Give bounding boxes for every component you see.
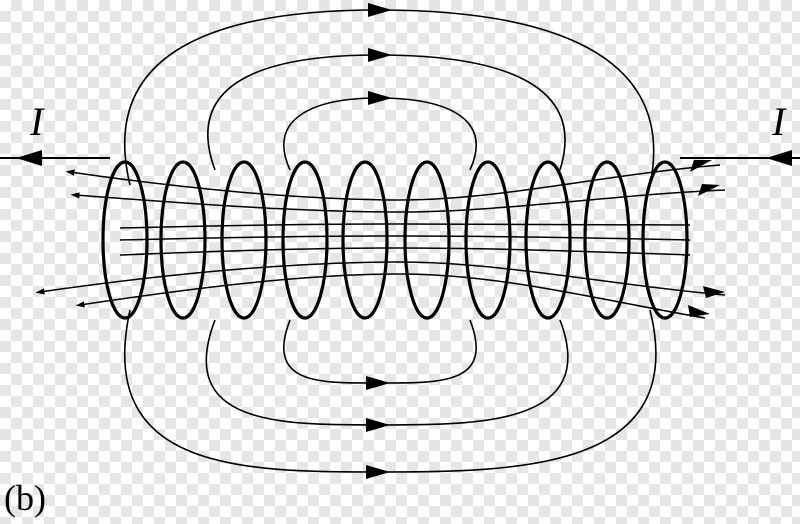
arrowhead	[366, 465, 390, 479]
coil-turn	[281, 160, 329, 320]
arrowhead	[688, 305, 710, 317]
coil-turn	[464, 160, 512, 320]
coil-turn	[403, 160, 451, 320]
coil-turn	[220, 160, 268, 320]
coil-turn	[159, 160, 207, 320]
field-line-interior	[70, 189, 726, 213]
field-loop-bottom-outer	[123, 309, 657, 473]
field-loop-bottom-inner	[283, 319, 477, 384]
arrowhead	[368, 48, 392, 62]
field-loop-top-inner	[283, 97, 477, 171]
field-line-interior	[119, 235, 691, 241]
arrowhead	[698, 184, 720, 196]
coil-turn	[524, 160, 572, 320]
arrowhead	[690, 160, 712, 172]
figure-caption: (b)	[4, 478, 46, 518]
field-loop-top-middle	[207, 54, 566, 171]
current-label-right: I	[772, 99, 786, 144]
arrowhead	[366, 418, 390, 432]
current-arrow-left	[16, 150, 42, 166]
coil-turn	[101, 160, 149, 320]
arrowhead	[368, 3, 392, 17]
arrowhead	[366, 376, 390, 390]
current-arrow-right	[766, 150, 792, 166]
field-line-interior	[65, 164, 721, 201]
current-label-left: I	[30, 99, 44, 144]
arrowhead	[703, 286, 725, 298]
field-loop-bottom-middle	[205, 319, 569, 426]
arrowhead	[368, 91, 392, 105]
field-line-interior	[75, 273, 706, 319]
coil-turn	[641, 160, 689, 320]
coil-turn	[583, 160, 631, 320]
coil-turn	[341, 160, 389, 320]
